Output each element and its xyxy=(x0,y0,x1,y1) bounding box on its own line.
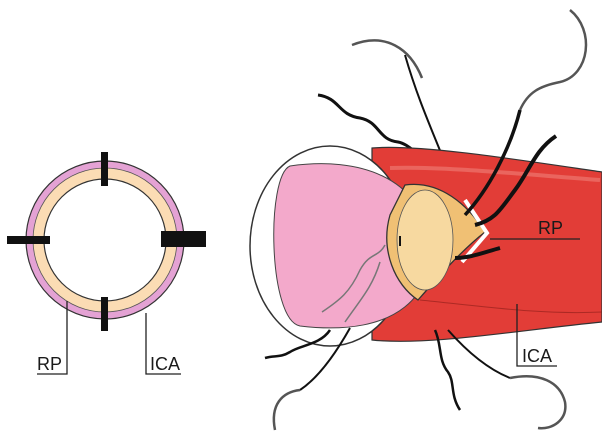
suture-marker-bottom xyxy=(101,297,108,331)
thread-lower-mid xyxy=(435,330,460,410)
rp-flap-inner xyxy=(397,190,453,290)
vessel-anastomosis-diagram: RP ICA xyxy=(250,10,602,430)
suture-marker-top xyxy=(101,152,108,186)
vessel-lumen xyxy=(44,179,166,301)
needle-top-right xyxy=(520,10,586,110)
needle-bottom-right xyxy=(510,376,565,428)
suture-marker-left xyxy=(7,236,50,244)
left-rp-label: RP xyxy=(37,354,62,374)
cross-section-diagram: RP ICA xyxy=(7,152,206,374)
suture-marker-right xyxy=(161,231,206,247)
right-rp-label: RP xyxy=(538,218,563,238)
left-ica-label: ICA xyxy=(150,354,180,374)
needle-top-left xyxy=(352,40,422,78)
right-ica-label: ICA xyxy=(522,346,552,366)
needle-bottom-left xyxy=(274,390,300,430)
